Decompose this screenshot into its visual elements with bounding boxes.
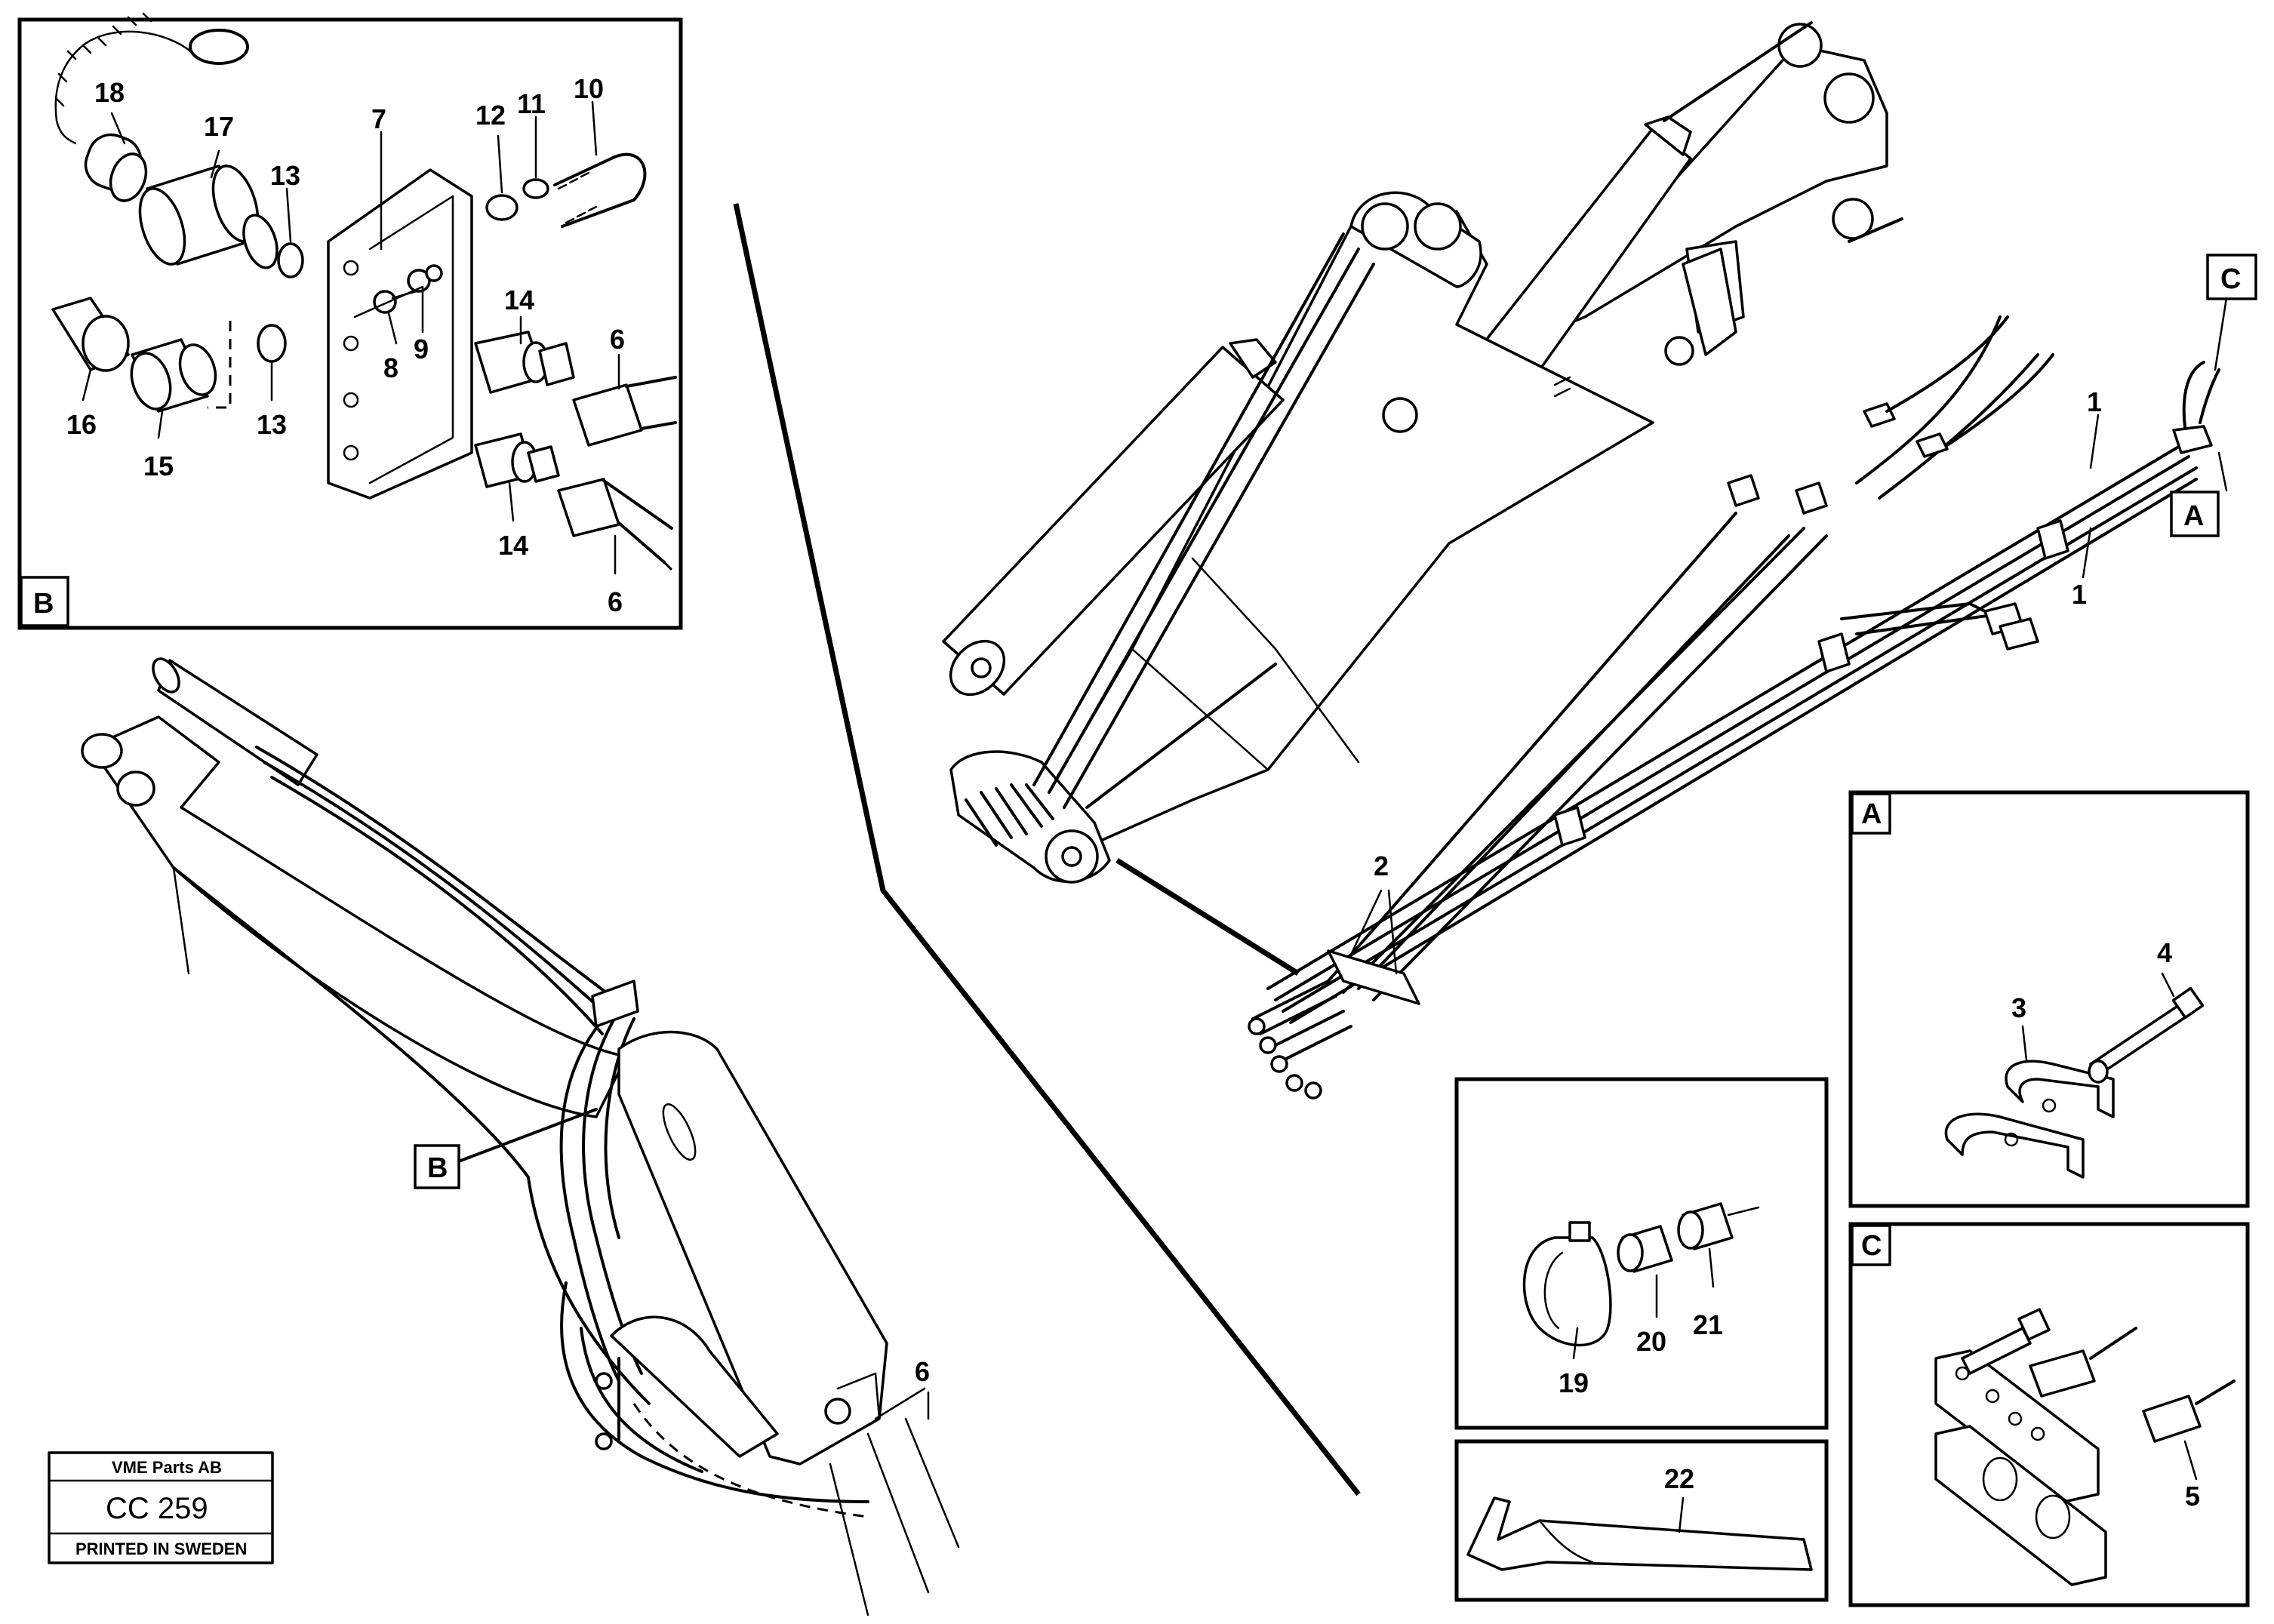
detail-strap-frame [1454, 1439, 1829, 1602]
part-number-11: 11 [517, 88, 546, 119]
detail-c: C 5 [1848, 1222, 2250, 1607]
part-number-6: 6 [608, 586, 623, 617]
callout-a: A [2183, 500, 2204, 532]
part-number-7: 7 [371, 103, 386, 134]
part-12-nut [485, 194, 518, 221]
callout-c: C [2220, 263, 2241, 295]
detail-c-fittings [1961, 1308, 2236, 1443]
part-number-18: 18 [94, 77, 125, 108]
title-code: CC 259 [106, 1492, 208, 1525]
detail-c-label-box [1851, 1224, 1891, 1266]
callout-b-box [414, 1144, 460, 1189]
title-printed: PRINTED IN SWEDEN [75, 1539, 247, 1558]
callout-b: B [427, 1152, 448, 1184]
part-number-8: 8 [383, 352, 398, 383]
part-number-14: 14 [498, 530, 528, 561]
title-company: VME Parts AB [112, 1458, 222, 1477]
part-14-adapter-lower [474, 432, 560, 488]
chain-ring [54, 12, 249, 145]
part-7-bracket [327, 168, 473, 500]
part-16-plug [51, 297, 130, 372]
detail-c-plate-lower [1934, 1425, 2107, 1586]
part-number-12: 12 [475, 100, 506, 131]
part-22-strap [1466, 1496, 1813, 1571]
part-18-dust-cap [84, 133, 148, 202]
part-number-22: 22 [1664, 1463, 1694, 1494]
part-number-13: 13 [257, 409, 287, 440]
part-3-clamp-half-upper [2005, 1060, 2115, 1118]
detail-b-part-numbers: 18 17 13 7 12 11 10 8 9 14 6 16 15 13 14… [66, 73, 625, 617]
title-block: VME Parts AB CC 259 PRINTED IN SWEDEN [48, 1451, 274, 1564]
main-boom-view [942, 21, 2054, 976]
left-boom-view: B 6 [81, 657, 960, 1616]
part-number-2: 2 [1374, 850, 1389, 881]
part-13-washer-upper [277, 242, 304, 278]
part-3-clamp-half-lower [1944, 1112, 2085, 1179]
part-number-13: 13 [270, 160, 300, 191]
left-link [610, 1315, 779, 1458]
part-number-16: 16 [66, 409, 97, 440]
detail-c-label: C [1861, 1230, 1882, 1262]
part-number-21: 21 [1693, 1309, 1723, 1340]
part-number-10: 10 [574, 73, 604, 104]
part-number-20: 20 [1636, 1326, 1666, 1357]
part-15-nipple [130, 338, 217, 413]
detail-a-label-box [1851, 792, 1891, 835]
detail-clamp: 19 20 21 [1454, 1077, 1829, 1430]
part-number-14: 14 [504, 285, 534, 315]
part-number-15: 15 [143, 451, 174, 481]
part-number-6: 6 [915, 1356, 930, 1387]
callout-c-box [2206, 254, 2257, 300]
part-number-4: 4 [2157, 937, 2172, 968]
part-number-1: 1 [2072, 579, 2087, 610]
main-boom-hoses [1032, 232, 1375, 809]
part-13-washer-lower [257, 324, 287, 363]
part-10-u-bolt [553, 152, 647, 228]
part-2-clamp [1327, 949, 1420, 1005]
part-number-1: 1 [2087, 386, 2102, 417]
view-divider [733, 203, 1361, 1496]
part-8-9-screws [373, 264, 443, 314]
hose-assembly: 2 1 1 A C [1248, 254, 2257, 1100]
part-14-adapter-upper [474, 331, 575, 394]
part-number-5: 5 [2185, 1481, 2200, 1512]
part-number-19: 19 [1559, 1367, 1589, 1398]
detail-b-label-box [20, 576, 69, 627]
part-number-9: 9 [414, 334, 429, 364]
part-17-coupling [138, 165, 278, 269]
detail-b-leaders [82, 100, 620, 575]
callout-a-box [2170, 491, 2220, 537]
detail-a: A 3 4 [1848, 790, 2250, 1208]
detail-b-label: B [33, 588, 54, 620]
part-11-washer [522, 178, 549, 199]
part-number-17: 17 [204, 111, 234, 142]
detail-strap: 22 [1454, 1439, 1829, 1602]
left-boom-body [89, 715, 628, 1118]
detail-b: 18 17 13 7 12 11 10 8 9 14 6 16 15 13 14… [17, 12, 683, 630]
part-number-3: 3 [2011, 992, 2026, 1023]
part-number-6: 6 [610, 324, 625, 355]
part-6-hoses [557, 376, 677, 575]
left-arm [617, 1030, 888, 1466]
detail-c-plate-upper [1934, 1349, 2100, 1503]
detail-a-label: A [1861, 798, 1882, 830]
